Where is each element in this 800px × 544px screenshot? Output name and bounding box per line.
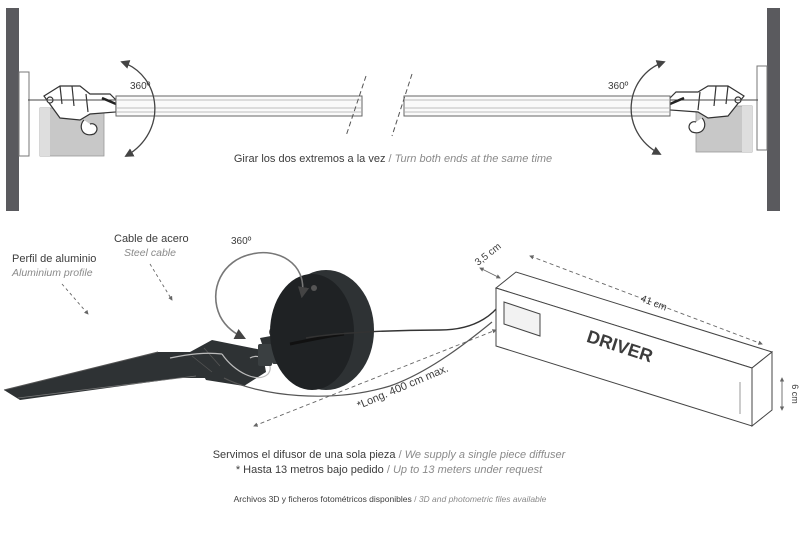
dim-height-label: 6 cm xyxy=(790,384,800,404)
dim-length-line xyxy=(529,255,763,345)
profile-label-es: Perfil de aluminio xyxy=(12,253,96,265)
right-mount-plate xyxy=(756,65,768,151)
notes: Servimos el difusor de una sola pieza / … xyxy=(213,449,567,504)
right-rotation-arrow xyxy=(630,60,666,155)
round-mount-plate xyxy=(270,270,374,390)
dim-depth-line xyxy=(479,267,501,279)
cable-label-es: Cable de acero xyxy=(114,233,189,245)
break-mark-right xyxy=(391,73,413,137)
note-line-2: * Hasta 13 metros bajo pedido / Up to 13… xyxy=(236,464,543,476)
top-diagram: 360º 360º Girar los dos extremos a la ve… xyxy=(6,8,780,211)
break-mark-left xyxy=(345,75,367,137)
left-mount-plate xyxy=(18,71,30,157)
profile-bar xyxy=(115,95,671,117)
left-end-cap xyxy=(28,85,117,136)
dim-length-label: 41 cm xyxy=(639,294,668,314)
left-rotation-arrow xyxy=(120,60,156,157)
bottom-diagram: 360º DRIVER 3,5 cm 41 cm 6 cm *Long. 400… xyxy=(3,233,800,428)
bottom-angle-label: 360º xyxy=(231,236,252,247)
bottom-rotation-arrow xyxy=(215,252,310,340)
note-line-3: Archivos 3D y ficheros fotométricos disp… xyxy=(234,494,547,504)
left-angle-label: 360º xyxy=(130,81,151,92)
right-end-cap xyxy=(669,85,758,134)
profile-pointer xyxy=(61,283,89,315)
right-wall xyxy=(767,8,780,211)
aluminium-profile xyxy=(4,352,226,400)
profile-label-en: Aluminium profile xyxy=(11,267,93,279)
left-wall xyxy=(6,8,19,211)
right-angle-label: 360º xyxy=(608,81,629,92)
cable-label-en: Steel cable xyxy=(124,247,176,259)
note-line-1: Servimos el difusor de una sola pieza / … xyxy=(213,449,567,461)
cable-length-label: *Long. 400 cm max. xyxy=(355,363,450,412)
end-cap-block xyxy=(190,340,266,386)
cable-length-line xyxy=(253,329,497,427)
dim-depth-label: 3,5 cm xyxy=(473,241,503,268)
top-caption: Girar los dos extremos a la vez / Turn b… xyxy=(234,153,552,165)
cable-pointer xyxy=(149,263,173,301)
